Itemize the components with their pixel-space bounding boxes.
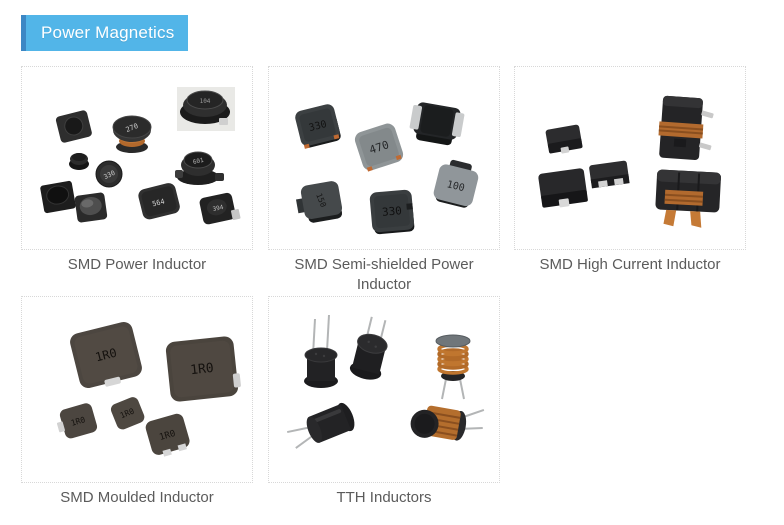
inductor-glossy-square	[74, 192, 108, 223]
smd-moulded-inductor-image: 1R0 1R0 1R0 1R0	[56, 322, 241, 457]
tth-drum-slanted	[349, 316, 388, 380]
inductor-470-center: 470	[354, 123, 404, 172]
section-header-power-magnetics[interactable]: Power Magnetics	[21, 15, 188, 51]
inductor-100-right: 100	[433, 159, 479, 208]
category-label: TTH Inductors	[336, 489, 432, 506]
component-marking: 100	[446, 179, 466, 194]
product-image-box: 330 470	[268, 66, 500, 250]
product-image-box	[514, 66, 746, 250]
category-label: SMD Moulded Inductor	[60, 489, 214, 506]
inductor-flat-center	[589, 160, 630, 189]
tth-drum-standing	[304, 314, 338, 388]
section-title: Power Magnetics	[41, 23, 175, 42]
moulded-inductor-small-right: 1R0	[145, 413, 190, 457]
inductor-square-564: 564	[138, 183, 180, 220]
inductor-330-top-left: 330	[295, 104, 341, 149]
smd-semi-shielded-power-inductor-image: 330 470	[295, 102, 479, 235]
category-card-smd-power-inductor[interactable]: 104	[21, 66, 253, 275]
inductor-metal-clip	[409, 102, 465, 146]
component-marking: 330	[381, 204, 402, 219]
moulded-inductor-large-left: 1R0	[70, 322, 142, 388]
component-marking: 330	[308, 119, 328, 134]
component-marking: 1R0	[94, 346, 118, 365]
component-marking: 104	[200, 98, 211, 105]
component-marking: 1R0	[190, 361, 215, 378]
inductor-octagon-330: 330	[95, 160, 123, 188]
inductor-photo-patch: 104	[177, 87, 235, 131]
smd-power-inductor-image: 104	[40, 87, 241, 225]
component-marking: 564	[151, 198, 165, 209]
inductor-shielded-square	[55, 110, 92, 143]
category-label: SMD Semi-shielded Power Inductor	[294, 256, 474, 293]
inductor-ecore-copper	[658, 95, 714, 160]
inductor-flat-small	[545, 124, 583, 154]
tth-copper-lying	[410, 405, 485, 441]
product-image-box	[268, 296, 500, 483]
inductor-drum-270: 270	[112, 115, 152, 153]
category-card-smd-moulded-inductor[interactable]: 1R0 1R0 1R0 1R0	[21, 296, 253, 508]
product-image-box: 104	[21, 66, 253, 250]
product-image-box: 1R0 1R0 1R0 1R0	[21, 296, 253, 483]
component-marking: 1R0	[70, 415, 87, 428]
inductor-drum-601: 601	[175, 151, 224, 185]
component-marking: 1R0	[158, 429, 176, 443]
inductor-small-drum	[69, 153, 89, 170]
moulded-inductor-small-left: 1R0	[56, 403, 98, 439]
tth-inductors-image	[287, 314, 485, 449]
component-marking: 470	[368, 138, 391, 157]
inductor-330-bottom-center: 330	[369, 189, 415, 235]
inductor-flat-medium	[538, 168, 588, 208]
smd-high-current-inductor-image	[538, 95, 721, 228]
category-card-smd-semi-shielded-power-inductor[interactable]: 330 470	[268, 66, 500, 295]
category-label: SMD High Current Inductor	[539, 256, 721, 273]
inductor-square-394: 394	[199, 192, 241, 225]
component-marking: 601	[192, 157, 204, 166]
inductor-square-black	[40, 180, 76, 214]
tth-drum-lying	[287, 402, 355, 449]
component-marking: 394	[212, 204, 224, 213]
inductor-block-copper-legs	[655, 169, 721, 228]
category-card-tth-inductors[interactable]: TTH Inductors	[268, 296, 500, 508]
category-label: SMD Power Inductor	[67, 256, 207, 273]
moulded-inductor-large-right: 1R0	[165, 336, 241, 402]
category-card-smd-high-current-inductor[interactable]: SMD High Current Inductor	[514, 66, 746, 275]
tth-copper-standing	[435, 334, 471, 400]
inductor-150-bottom-left: 150	[295, 181, 343, 223]
moulded-inductor-small-center: 1R0	[110, 397, 145, 430]
